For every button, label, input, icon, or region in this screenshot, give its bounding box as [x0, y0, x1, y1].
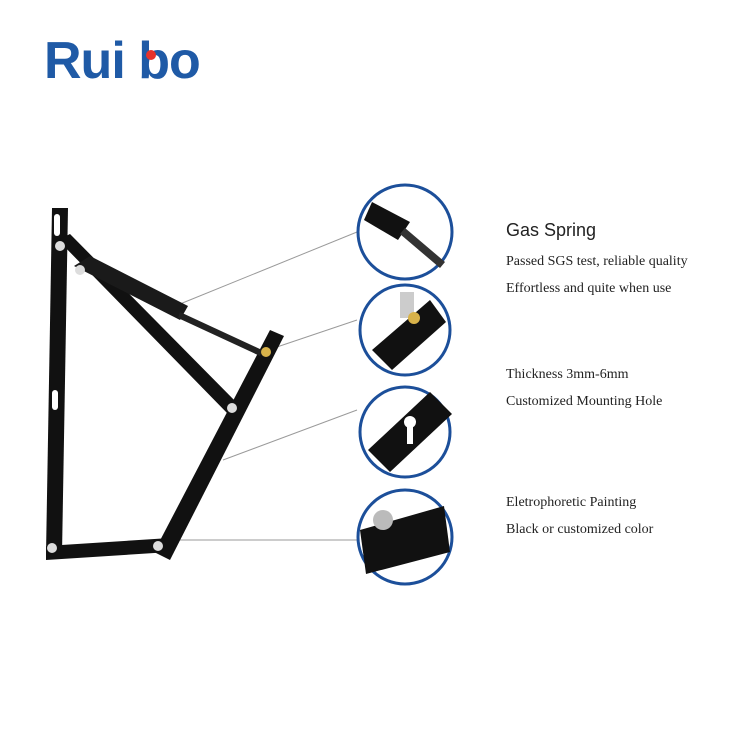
- leader-line-fitting: [267, 319, 358, 351]
- feature-gas-spring: Gas Spring Passed SGS test, reliable qua…: [506, 220, 688, 307]
- feature-line: Effortless and quite when use: [506, 281, 672, 296]
- feature-title: Gas Spring: [506, 220, 597, 240]
- feature-painting: Eletrophoretic Painting Black or customi…: [506, 494, 653, 548]
- logo-dot-icon: [146, 50, 156, 60]
- brand-name: Rui bo: [44, 32, 201, 90]
- leader-lines: [165, 231, 358, 541]
- feature-thickness: Thickness 3mm-6mm Customized Mounting Ho…: [506, 366, 662, 420]
- brand-logo: Rui bo: [44, 30, 219, 92]
- detail-gas-spring: [356, 183, 454, 281]
- feature-line: Customized Mounting Hole: [506, 394, 663, 409]
- feature-line: Black or customized color: [506, 522, 654, 537]
- detail-painting: [356, 488, 454, 586]
- feature-line: Eletrophoretic Painting: [506, 495, 637, 510]
- detail-mounting-hole: [358, 385, 452, 479]
- feature-line: Passed SGS test, reliable quality: [506, 254, 688, 269]
- feature-line: Thickness 3mm-6mm: [506, 367, 629, 382]
- lift-bracket: [46, 208, 284, 560]
- leader-line-gas-spring: [179, 231, 358, 305]
- leader-line-hole: [222, 409, 358, 461]
- detail-fitting: [358, 283, 452, 377]
